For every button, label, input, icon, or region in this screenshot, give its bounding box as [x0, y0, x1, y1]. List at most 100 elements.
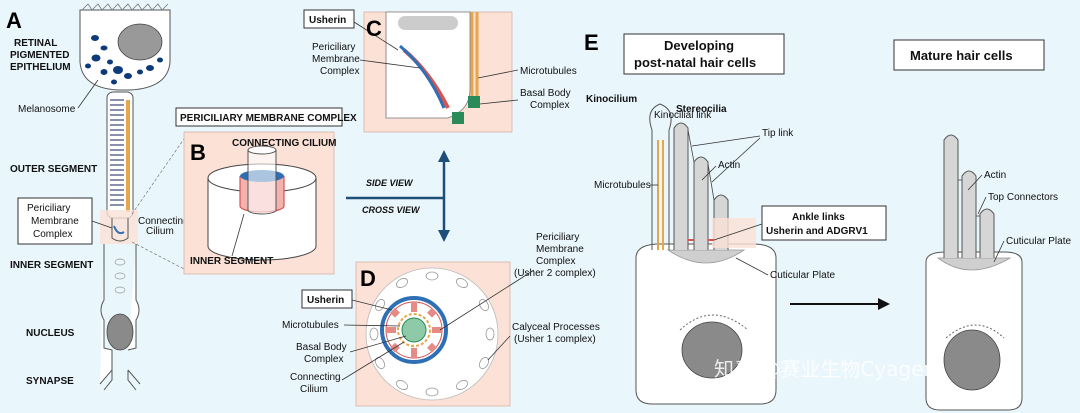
developing-nucleus	[681, 321, 743, 379]
inner-segment-organelles	[114, 258, 126, 294]
label-side-view: SIDE VIEW	[366, 178, 414, 188]
d-calyceal-processes	[369, 271, 495, 397]
c-basal-body-2	[452, 112, 464, 124]
leader-c-microtubules	[477, 69, 519, 79]
leader-mature-cuticular-plate	[993, 240, 1005, 263]
stereocilium-mid	[693, 156, 709, 250]
label-inner-segment: INNER SEGMENT	[10, 260, 93, 271]
panel-a: A RETINAL PIGMENTED EPITHELIUM Melanosom…	[6, 3, 189, 391]
label-d-pmc-4: (Usher 2 complex)	[514, 268, 596, 279]
label-rpe-2: PIGMENTED	[10, 50, 69, 61]
mature-top-connectors	[958, 179, 980, 217]
label-e-microtubules: Microtubules	[594, 180, 651, 191]
label-mature-actin: Actin	[984, 170, 1006, 181]
mature-stereocilium-short	[979, 208, 995, 258]
label-mature-cuticular-plate: Cuticular Plate	[1006, 236, 1071, 247]
panel-label-a: A	[6, 8, 22, 33]
mature-title-box	[893, 39, 1045, 71]
label-c-pmc-3: Complex	[320, 66, 359, 77]
label-ankle-usherin: Usherin and ADGRV1	[766, 226, 868, 237]
label-synapse: SYNAPSE	[26, 376, 74, 387]
label-connecting-cilium-2: Cilium	[146, 226, 174, 237]
kinocilium	[649, 103, 672, 250]
inner-segment-cell	[99, 244, 141, 385]
leader-d-cp	[487, 335, 511, 361]
mature-cuticular-plate	[936, 257, 1012, 271]
c-basal-body-1	[468, 96, 480, 108]
leader-tip-link-2	[711, 137, 761, 183]
synapse-terminal	[103, 370, 137, 391]
b-cilium-top	[247, 145, 277, 155]
leader-c-bbc	[479, 99, 519, 105]
pmc-mark	[113, 225, 125, 235]
label-pmc-3: Complex	[33, 229, 72, 240]
leader-c-usherin	[353, 21, 399, 51]
label-rpe-1: RETINAL	[14, 38, 57, 49]
label-d-usherin: Usherin	[307, 295, 344, 306]
panel-e: E Developing post-natal hair cells Matur…	[584, 30, 1071, 411]
label-connecting-cilium-1: Connecting	[138, 216, 189, 227]
stereocilium-tall	[673, 122, 689, 250]
developing-title-box	[623, 33, 785, 75]
ankle-links-box	[761, 205, 887, 241]
panel-b-header: PERICILIARY MEMBRANE COMPLEX	[180, 113, 357, 124]
d-pmc-spokes	[386, 302, 442, 358]
label-d-pmc-3: Complex	[536, 256, 575, 267]
view-arrow-up-head	[438, 150, 450, 162]
c-usherin-box	[303, 9, 355, 29]
b-connecting-cilium	[247, 150, 277, 215]
label-d-cp-1: Calyceal Processes	[512, 322, 600, 333]
panel-label-c: C	[366, 16, 382, 41]
label-d-bbc-1: Basal Body	[296, 342, 347, 353]
c-inner-segment	[385, 11, 471, 119]
developing-title-2: post-natal hair cells	[634, 55, 756, 70]
panel-b-header-box	[175, 107, 343, 127]
tip-links	[687, 129, 715, 201]
label-nucleus: NUCLEUS	[26, 328, 75, 339]
label-b-connecting-cilium: CONNECTING CILIUM	[232, 138, 336, 149]
leader-cuticular-plate	[735, 257, 769, 276]
panel-c: Usherin C Periciliary Membrane Complex M…	[303, 9, 577, 133]
label-d-cc-1: Connecting	[290, 372, 341, 383]
panel-label-e: E	[584, 30, 599, 55]
label-top-connectors: Top Connectors	[988, 192, 1058, 203]
d-usherin-ring	[380, 296, 448, 364]
developing-cuticular-plate	[666, 249, 746, 264]
leader-d-cc	[341, 341, 405, 381]
label-kinocilial-link: Kinocilial link	[654, 110, 712, 121]
label-d-pmc-2: Membrane	[536, 244, 584, 255]
panel-d: D Usherin Microtubules Basal Body Comple…	[282, 232, 600, 407]
label-melanosome: Melanosome	[18, 104, 76, 115]
panel-b: PERICILIARY MEMBRANE COMPLEX B CONNECTIN…	[175, 107, 357, 275]
label-d-cc-2: Cilium	[300, 384, 328, 395]
zoom-line-top	[131, 135, 187, 215]
leader-d-microtubules	[343, 324, 401, 327]
leader-pmc	[91, 220, 113, 229]
mature-title: Mature hair cells	[910, 48, 1013, 63]
label-ankle-links: Ankle links	[792, 212, 845, 223]
leader-d-bbc	[349, 335, 407, 353]
view-arrow-down-head	[438, 230, 450, 242]
mature-stereocilium-tall	[943, 134, 959, 258]
label-outer-segment: OUTER SEGMENT	[10, 164, 97, 175]
rpe-microvilli	[81, 3, 169, 11]
label-d-microtubules: Microtubules	[282, 320, 339, 331]
leader-melanosome	[77, 79, 99, 109]
mature-golgi	[945, 324, 1005, 339]
mature-stereocilium-mid	[961, 170, 977, 258]
connecting-cilium-shape	[111, 218, 129, 242]
panel-label-b: B	[190, 140, 206, 165]
label-stereocilia: Stereocilia	[676, 104, 727, 115]
d-usherin-box	[301, 289, 353, 309]
label-actin: Actin	[718, 160, 740, 171]
maturation-arrow-head	[878, 298, 890, 310]
pmc-region-highlight	[100, 210, 138, 244]
label-pmc-1: Periciliary	[27, 203, 70, 214]
pmc-label-box	[17, 197, 93, 245]
photoreceptor-nucleus	[106, 313, 134, 351]
label-cuticular-plate: Cuticular Plate	[770, 270, 835, 281]
developing-golgi	[679, 314, 749, 331]
label-c-microtubules: Microtubules	[520, 66, 577, 77]
developing-title-1: Developing	[664, 38, 734, 53]
